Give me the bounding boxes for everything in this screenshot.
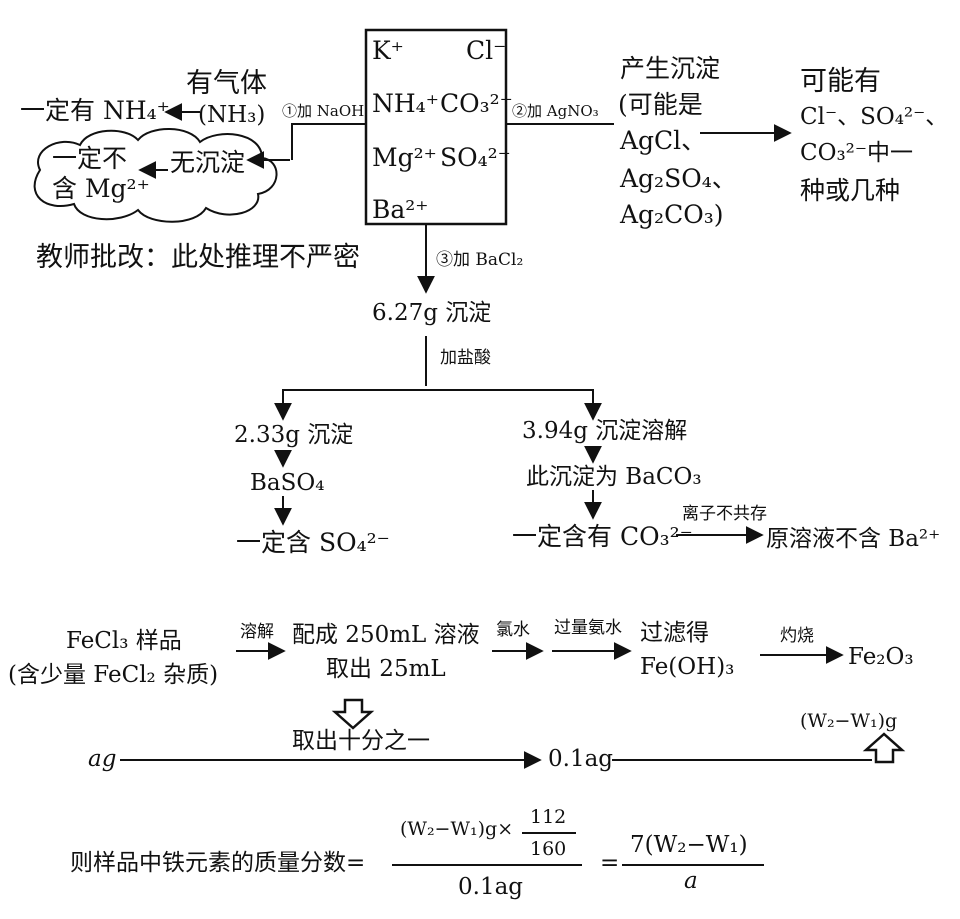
step2-label: ②加 AgNO₃ [512, 102, 599, 120]
cl2-label: 氯水 [496, 620, 530, 640]
cloud-text-1: 一定不 [52, 144, 128, 173]
step3-label: ③加 BaCl₂ [436, 250, 524, 270]
naoh-arrow [291, 123, 366, 160]
left-ppt: 2.33g 沉淀 [234, 422, 354, 448]
make-line-1: 配成 250mL 溶液 [292, 622, 480, 648]
ppt-line-3: AgCl、 [620, 126, 707, 155]
maybe-line-4: 种或几种 [800, 176, 901, 205]
has-so4: 一定含 SO₄²⁻ [236, 528, 390, 557]
maybe-line-3: CO₃²⁻中一 [800, 140, 914, 166]
ppt-line-1: 产生沉淀 [620, 54, 721, 83]
formula-equals: = [600, 850, 620, 876]
ag-mass: ag [88, 746, 117, 772]
formula-label: 则样品中铁元素的质量分数= [70, 850, 366, 876]
w-mass: (W₂−W₁)g [800, 710, 898, 732]
filter-line-1: 过滤得 [640, 620, 709, 646]
result-numerator: 7(W₂−W₁) [630, 832, 748, 858]
hollow-up-arrow [862, 732, 906, 764]
sample-line-2: (含少量 FeCl₂ 杂质) [8, 662, 219, 688]
ion-cl: Cl⁻ [466, 36, 507, 65]
no-ba: 原溶液不含 Ba²⁺ [766, 526, 941, 552]
coexist-label: 离子不共存 [682, 504, 767, 524]
make-line-2: 取出 25mL [326, 656, 446, 682]
formula-denominator: 0.1ag [458, 874, 524, 900]
formula-frac-den: 160 [530, 838, 567, 860]
baso4: BaSO₄ [250, 470, 325, 496]
ion-mg: Mg²⁺ [372, 143, 437, 172]
tenth-ag: 0.1ag [548, 746, 614, 772]
gas-text: 有气体 [186, 68, 267, 99]
baco3: 此沉淀为 BaCO₃ [526, 464, 702, 490]
fe2o3: Fe₂O₃ [848, 644, 914, 670]
ppt-total: 6.27g 沉淀 [372, 300, 492, 326]
result-denominator: a [684, 868, 698, 894]
cloud-text-2: 含 Mg²⁺ [52, 174, 150, 203]
formula-frac-num: 112 [530, 806, 567, 828]
ppt-line-2: (可能是 [618, 90, 703, 119]
maybe-line-1: 可能有 [800, 66, 881, 97]
tenth-label: 取出十分之一 [292, 728, 430, 754]
ion-nh4: NH₄⁺ [372, 89, 439, 118]
ppt-line-4: Ag₂SO₄、 [620, 164, 737, 193]
dissolve-label: 溶解 [240, 622, 274, 642]
hcl-label: 加盐酸 [440, 348, 491, 368]
right-ppt: 3.94g 沉淀溶解 [522, 418, 688, 444]
has-nh4-text: 一定有 NH₄⁺ [20, 96, 170, 125]
has-co3: 一定含有 CO₃²⁻ [512, 522, 693, 551]
sample-line-1: FeCl₃ 样品 [66, 628, 182, 654]
maybe-line-2: Cl⁻、SO₄²⁻、 [800, 104, 949, 130]
hollow-down-arrow [331, 698, 375, 730]
ion-co3: CO₃²⁻ [440, 89, 513, 118]
ion-so4: SO₄²⁻ [440, 143, 511, 172]
nh3-text: (NH₃) [198, 102, 266, 128]
split-line [274, 389, 602, 421]
ion-box [364, 28, 508, 226]
step1-label: ①加 NaOH [282, 102, 365, 120]
teacher-comment: 教师批改：此处推理不严密 [36, 242, 360, 273]
no-ppt-text: 无沉淀 [170, 148, 246, 177]
burn-label: 灼烧 [780, 626, 814, 646]
ion-k: K⁺ [372, 36, 404, 65]
ppt-line-5: Ag₂CO₃) [620, 200, 724, 229]
nh3-label: 过量氨水 [554, 618, 622, 638]
cloud-shape [33, 128, 278, 223]
ion-ba: Ba²⁺ [372, 195, 429, 224]
filter-line-2: Fe(OH)₃ [640, 654, 735, 680]
formula-numerator-w: (W₂−W₁)g× [400, 818, 514, 840]
